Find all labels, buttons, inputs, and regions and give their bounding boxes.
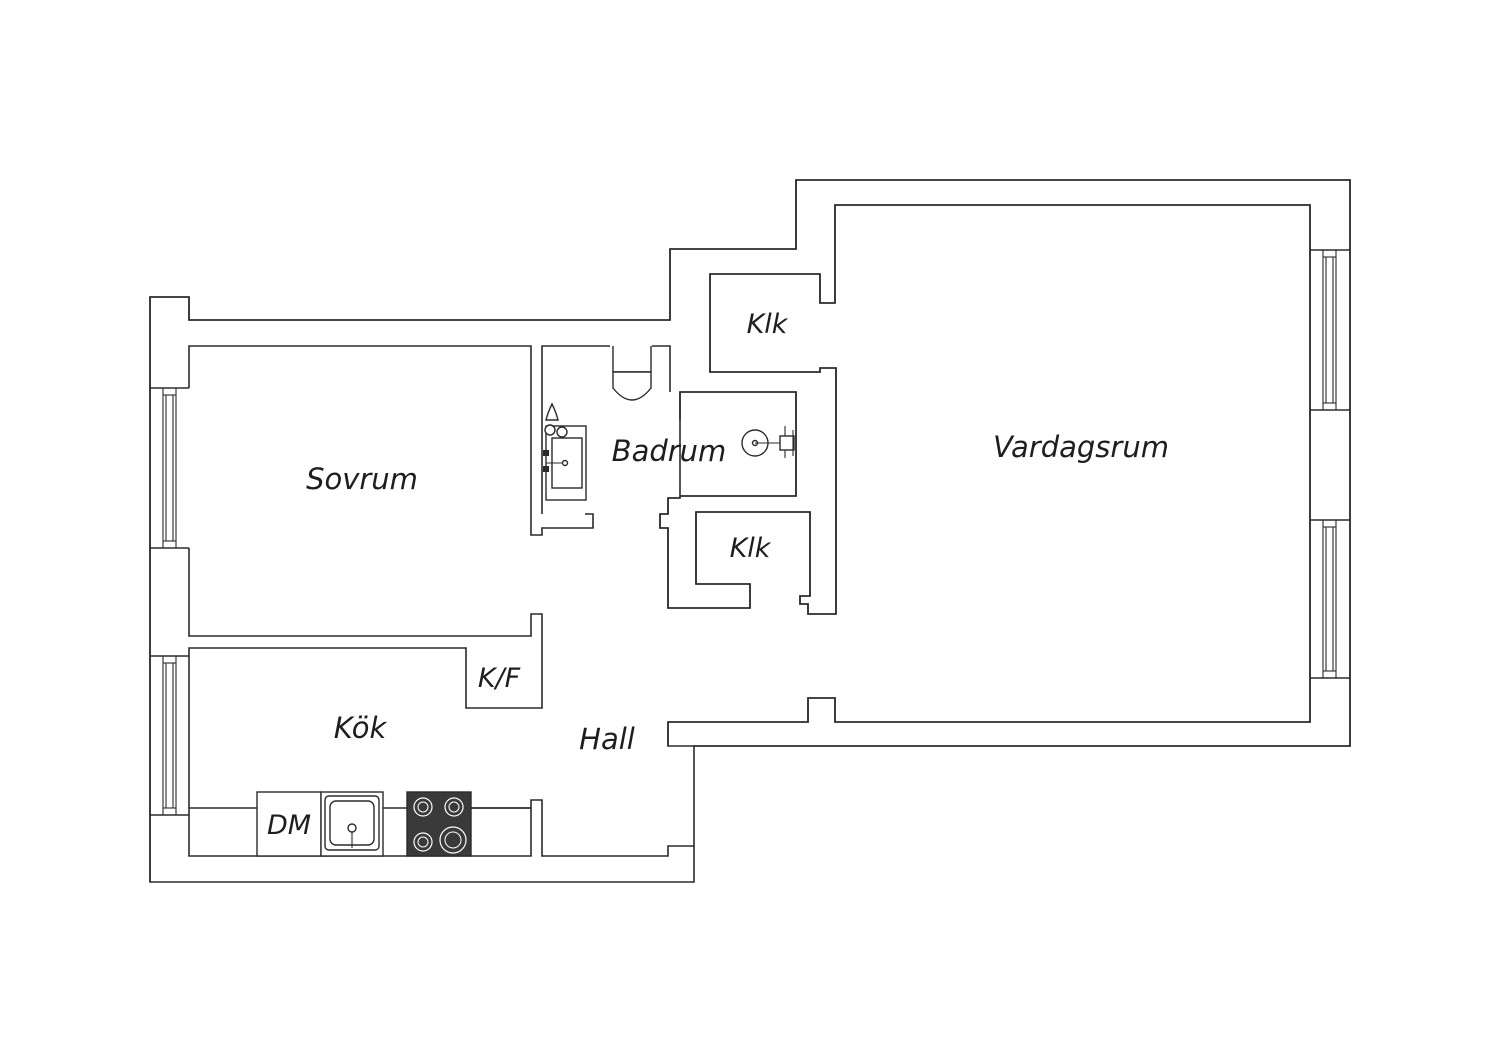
hall-wall	[659, 204, 1311, 746]
room-label-vardagsrum: Vardagsrum	[993, 430, 1169, 464]
room-labels: Sovrum Badrum Klk Klk Vardagsrum Kök Hal…	[267, 309, 1169, 841]
dishwasher-label: DM	[267, 810, 311, 841]
room-label-badrum: Badrum	[612, 434, 727, 468]
vardagsrum-right-wall	[1310, 249, 1350, 679]
sink-icon	[543, 402, 587, 501]
window-kok	[162, 656, 177, 815]
outer-wall-outline	[149, 179, 1351, 882]
room-label-sovrum: Sovrum	[306, 462, 418, 496]
room-label-hall: Hall	[579, 722, 635, 756]
inner-walls	[150, 204, 1350, 857]
outer-perimeter	[149, 179, 1351, 883]
outer-wall-left	[149, 179, 1351, 883]
room-label-klk-mid: Klk	[730, 533, 772, 564]
bathroom-wall-left	[541, 345, 671, 514]
sovrum-wall	[188, 345, 594, 709]
room-label-kok: Kök	[334, 711, 388, 745]
stove-icon	[406, 791, 472, 857]
window-sovrum	[162, 388, 177, 548]
window-vardagsrum-bottom	[1322, 520, 1337, 678]
kitchen-sink-icon	[320, 791, 384, 857]
fridge-freezer-label: K/F	[478, 663, 521, 694]
window-vardagsrum-top	[1322, 250, 1337, 410]
left-wall-dividers	[150, 387, 189, 816]
toilet-icon	[612, 346, 652, 401]
shower-icon	[741, 426, 795, 458]
walls	[149, 179, 1351, 882]
badrum-wall	[679, 391, 797, 498]
room-label-klk-top: Klk	[747, 309, 789, 340]
windows	[162, 250, 1337, 815]
